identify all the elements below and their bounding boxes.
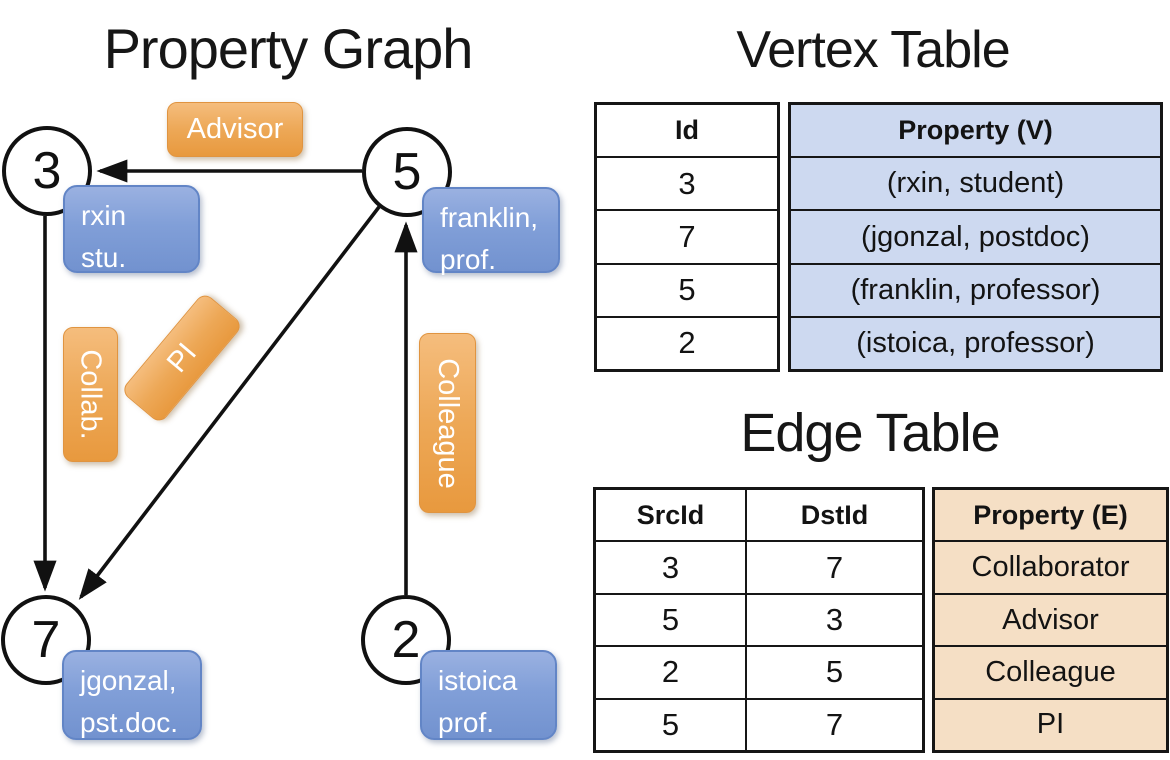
vertex-property-line1: rxin xyxy=(81,200,127,231)
edge-label-pi-text: PI xyxy=(160,336,203,379)
edge-label-collab-text: Collab. xyxy=(75,349,107,440)
table-row: (jgonzal, postdoc) xyxy=(791,209,1160,263)
edge-label-colleague-text: Colleague xyxy=(432,357,465,489)
node-3: 3 xyxy=(2,126,92,216)
table-row: 3 7 xyxy=(596,540,922,593)
vertex-table-property-header: Property (V) xyxy=(791,105,1160,157)
table-row: Colleague xyxy=(935,645,1166,698)
vertex-property-box-franklin: franklin, prof. xyxy=(422,187,560,275)
table-row: 5 3 xyxy=(596,592,922,646)
vertex-table-property-column: Property (V) (rxin, student) (jgonzal, p… xyxy=(788,102,1163,372)
table-row: Collaborator xyxy=(935,540,1166,593)
vertex-property-line1: jgonzal, xyxy=(80,665,177,696)
vertex-property-line2: pst.doc. xyxy=(80,707,179,738)
table-row: 7 xyxy=(597,209,777,262)
edge-table-id-headers: SrcId DstId xyxy=(596,490,922,541)
table-row: 5 7 xyxy=(596,697,922,751)
srcid-cell: 5 xyxy=(661,706,680,742)
vertex-table-title: Vertex Table xyxy=(736,21,1010,79)
table-row: 2 5 xyxy=(596,645,922,698)
edge-table-dstid-header: DstId xyxy=(745,490,922,541)
table-row: 5 xyxy=(597,262,777,316)
node-3-id: 3 xyxy=(32,142,62,200)
vertex-property-line1: istoica xyxy=(438,665,518,696)
vertex-property-line2: prof. xyxy=(440,244,497,275)
edge-table-property-column: Property (E) Collaborator Advisor Collea… xyxy=(932,487,1169,753)
edge-label-advisor-text: Advisor xyxy=(186,113,284,145)
table-row: PI xyxy=(935,697,1166,751)
vertex-property-line2: prof. xyxy=(438,707,495,738)
node-2-id: 2 xyxy=(391,611,421,669)
edge-table-title: Edge Table xyxy=(740,403,1000,463)
edge-table-srcid-header: SrcId xyxy=(636,499,705,530)
edge-label-colleague: Colleague xyxy=(419,333,476,513)
dstid-cell: 7 xyxy=(745,542,922,593)
vertex-table-id-column: Id 3 7 5 2 xyxy=(594,102,780,372)
edge-table-property-header: Property (E) xyxy=(935,490,1166,541)
node-5-id: 5 xyxy=(392,143,422,201)
node-7-id: 7 xyxy=(31,611,61,669)
graph-title: Property Graph xyxy=(103,17,474,80)
table-row: 3 xyxy=(597,156,777,209)
srcid-cell: 5 xyxy=(661,602,680,638)
table-row: 2 xyxy=(597,315,777,369)
vertex-property-line1: franklin, xyxy=(440,202,539,233)
table-row: (istoica, professor) xyxy=(791,315,1160,370)
edge-label-collab: Collab. xyxy=(63,327,118,462)
table-row: (rxin, student) xyxy=(791,156,1160,210)
vertex-property-box-istoica: istoica prof. xyxy=(420,650,557,740)
dstid-cell: 7 xyxy=(745,699,922,751)
vertex-property-box-rxin: rxin stu. xyxy=(63,185,200,273)
table-row: Advisor xyxy=(935,592,1166,646)
vertex-table-id-header: Id xyxy=(675,115,699,146)
edge-pi-5-to-7 xyxy=(78,205,381,600)
srcid-cell: 3 xyxy=(661,549,680,585)
srcid-cell: 2 xyxy=(661,654,680,690)
edge-table-src-dst-columns: SrcId DstId 3 7 5 3 2 5 5 7 xyxy=(593,487,925,753)
dstid-cell: 3 xyxy=(745,594,922,646)
vertex-property-box-jgonzal: jgonzal, pst.doc. xyxy=(62,650,202,740)
edge-label-advisor: Advisor xyxy=(167,102,303,157)
table-row: (franklin, professor) xyxy=(791,262,1160,316)
dstid-cell: 5 xyxy=(745,647,922,698)
vertex-property-line2: stu. xyxy=(81,242,127,273)
